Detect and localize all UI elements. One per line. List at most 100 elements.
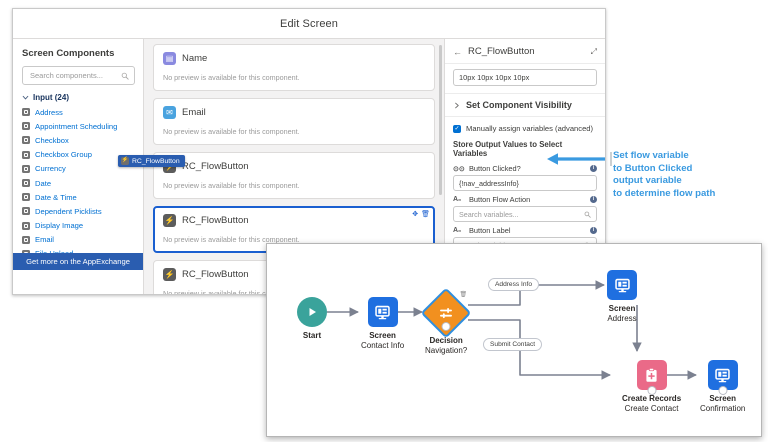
output-row-button-clicked: ⊙⊙ Button Clicked? i [445, 160, 605, 173]
padding-field[interactable]: 10px 10px 10px 10px [453, 69, 597, 86]
flow-node-sublabel: Navigation? [425, 346, 468, 355]
output-input-button-flow-action[interactable]: Search variables... [453, 206, 597, 222]
flow-node-sublabel: Confirmation [700, 404, 746, 413]
currency-icon [22, 164, 30, 173]
card-title: RC_FlowButton [182, 161, 249, 172]
flow-branch-label-submit-contact[interactable]: Submit Contact [483, 338, 543, 351]
flow-node-create-records[interactable]: Create Records Create Contact [622, 360, 681, 413]
create-record-icon [636, 360, 667, 395]
output-label: Button Clicked? [469, 164, 521, 173]
callout-line-2: to Button Clicked [613, 162, 693, 174]
component-item-checkbox[interactable]: Checkbox [22, 133, 143, 147]
flow-node-label: Decision [429, 336, 463, 345]
drag-ghost-chip: ⚡ RC_FlowButton [118, 155, 185, 167]
set-component-visibility-section[interactable]: Set Component Visibility [445, 93, 605, 117]
flow-node-decision[interactable]: 🗑 Decision Navigation? [420, 287, 472, 355]
component-item-label: Date [35, 178, 52, 188]
manually-assign-variables-row[interactable]: ✓ Manually assign variables (advanced) [445, 117, 605, 135]
decision-shape: 🗑 [420, 287, 472, 339]
arrow-left-icon[interactable]: ← [453, 46, 462, 57]
flow-node-sublabel: Address [607, 314, 637, 323]
flow-node-screen-confirmation[interactable]: Screen Confirmation [700, 360, 745, 413]
card-header: ✉ Email [163, 106, 425, 119]
component-item-email[interactable]: Email [22, 233, 143, 247]
flow-node-sublabel: Create Contact [624, 404, 679, 413]
checkbox-checked-icon[interactable]: ✓ [453, 124, 461, 133]
chevron-down-icon [22, 95, 29, 100]
image-icon [22, 221, 30, 230]
visibility-section-label: Set Component Visibility [466, 100, 572, 110]
card-tools[interactable]: ✥ 🗑 [412, 211, 430, 218]
move-handle-icon[interactable]: ✥ [412, 211, 419, 218]
output-row-button-flow-action: A₀ Button Flow Action i [445, 191, 605, 204]
flow-node-screen-address[interactable]: Screen Address [607, 270, 637, 323]
info-icon[interactable]: i [590, 165, 597, 172]
component-item-label: Dependent Picklists [35, 206, 102, 216]
component-item-label: Address [35, 107, 63, 117]
output-placeholder: Search variables... [459, 209, 519, 219]
delete-icon[interactable]: 🗑 [421, 211, 430, 218]
output-value: {!nav_addressInfo} [459, 178, 519, 188]
component-item-dependent-picklists[interactable]: Dependent Picklists [22, 204, 143, 218]
node-status-badge [441, 322, 451, 331]
component-item-date-time[interactable]: Date & Time [22, 190, 143, 204]
card-title: Email [182, 107, 206, 118]
panel-footer [13, 270, 143, 294]
flow-branch-label-address-info[interactable]: Address Info [488, 278, 540, 291]
flow-connectors [327, 280, 697, 380]
page-title: Edit Screen [280, 17, 338, 30]
appexchange-button[interactable]: Get more on the AppExchange [13, 253, 143, 270]
output-label: Button Flow Action [469, 195, 531, 204]
component-item-display-image[interactable]: Display Image [22, 219, 143, 233]
node-status-badge [647, 386, 657, 395]
component-item-label: Email [35, 235, 54, 245]
delete-icon[interactable]: 🗑 [459, 292, 468, 298]
properties-header: ← RC_FlowButton ⤢ [445, 39, 605, 64]
search-icon [584, 211, 591, 218]
callout-line-4: to determine flow path [613, 187, 716, 199]
component-item-currency[interactable]: Currency [22, 162, 143, 176]
card-preview-text: No preview is available for this compone… [163, 181, 300, 190]
flow-node-label: Screen [608, 304, 636, 313]
component-item-label: Date & Time [35, 192, 77, 202]
drag-chip-label: RC_FlowButton [132, 157, 180, 165]
flow-button-icon: ⚡ [163, 214, 176, 227]
email-icon: ✉ [163, 106, 176, 119]
flow-node-label: Start [302, 331, 322, 340]
search-input[interactable] [28, 70, 121, 81]
output-input-button-clicked[interactable]: {!nav_addressInfo} [453, 175, 597, 191]
manually-assign-label: Manually assign variables (advanced) [466, 124, 594, 133]
screen-component-card-flowbutton-1[interactable]: ⚡ RC_FlowButton No preview is available … [153, 152, 435, 199]
store-output-title: Store Output Values to Select Variables [453, 140, 563, 158]
component-item-date[interactable]: Date [22, 176, 143, 190]
decision-icon [420, 287, 472, 339]
output-label: Button Label [469, 226, 511, 235]
search-components-box[interactable] [22, 66, 135, 85]
component-item-address[interactable]: Address [22, 105, 143, 119]
expand-icon[interactable]: ⤢ [590, 46, 597, 56]
card-header: ⚡ RC_FlowButton [163, 160, 425, 173]
play-icon [297, 297, 327, 327]
component-item-appointment-scheduling[interactable]: Appointment Scheduling [22, 119, 143, 133]
input-group-header[interactable]: Input (24) [13, 92, 143, 105]
flow-node-label: Screen [369, 331, 396, 340]
info-icon[interactable]: i [590, 227, 597, 234]
canvas-scrollbar[interactable] [439, 45, 442, 195]
screen-icon [707, 360, 738, 395]
component-item-checkbox-group[interactable]: Checkbox Group [22, 148, 143, 162]
variable-type-icon: ⊙⊙ [453, 165, 465, 173]
checkbox-icon [22, 136, 30, 145]
screen-component-card-name[interactable]: ▤ Name No preview is available for this … [153, 44, 435, 91]
input-group-label: Input (24) [33, 93, 69, 102]
component-item-label: Checkbox [35, 135, 69, 145]
flow-node-label: Create Records [622, 394, 682, 403]
screen-icon [607, 270, 637, 300]
date-time-icon [22, 193, 30, 202]
flow-node-start[interactable]: Start [297, 297, 327, 340]
info-icon[interactable]: i [590, 196, 597, 203]
card-title: RC_FlowButton [182, 269, 249, 280]
appointment-icon [22, 122, 30, 131]
screen-component-card-email[interactable]: ✉ Email No preview is available for this… [153, 98, 435, 145]
flow-node-screen-contact-info[interactable]: Screen Contact Info [361, 297, 404, 350]
screen-icon [367, 297, 398, 327]
